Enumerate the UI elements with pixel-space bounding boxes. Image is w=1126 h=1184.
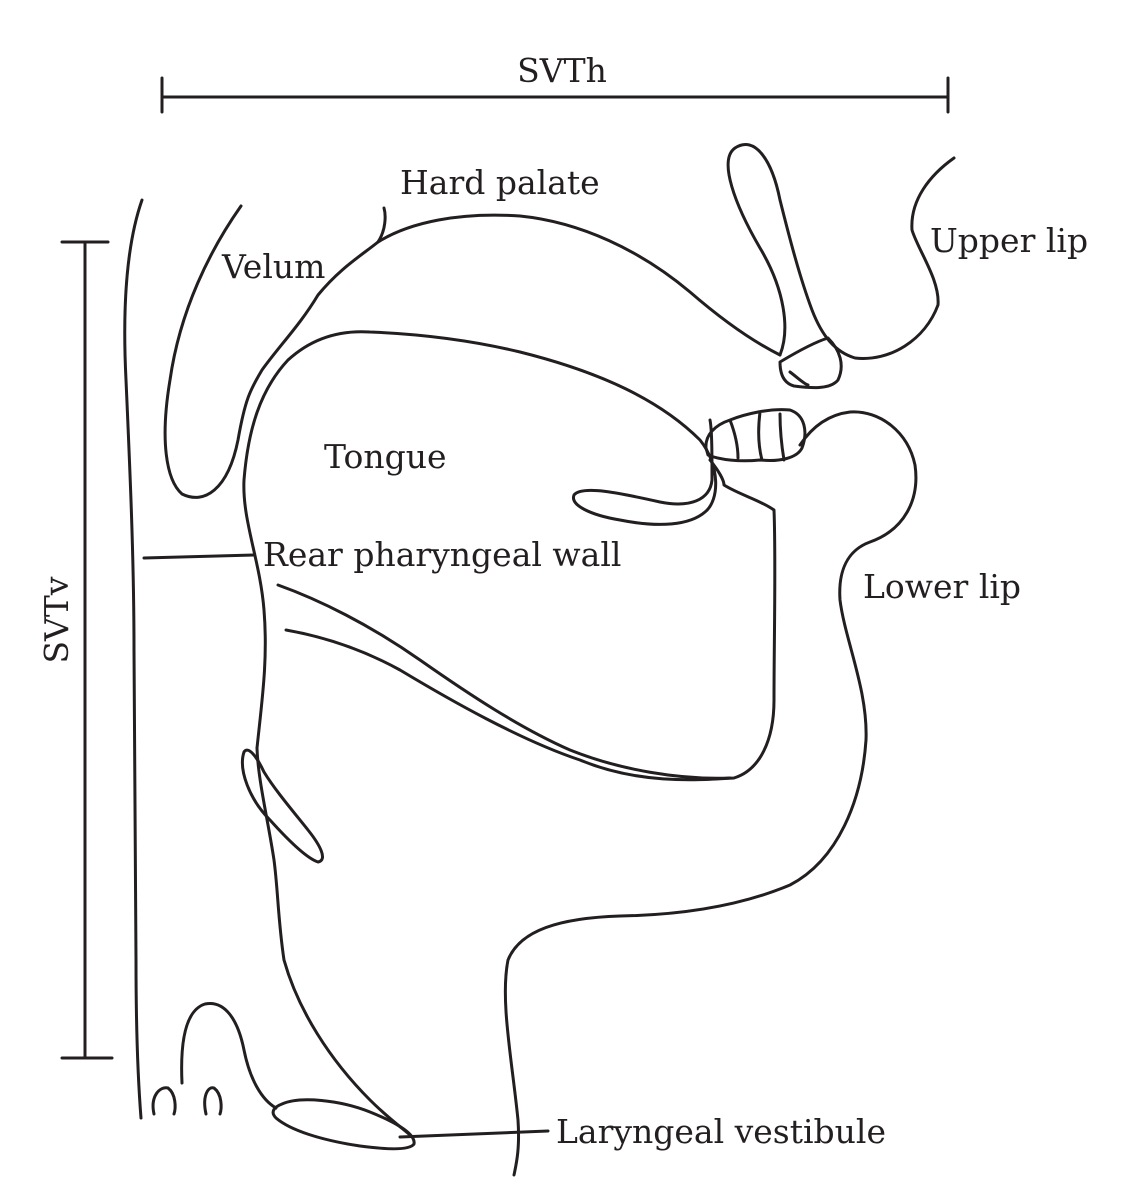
epiglottis-outline [241, 748, 324, 864]
hard-palate-label: Hard palate [400, 163, 600, 202]
upper-lip-label: Upper lip [930, 221, 1088, 260]
lower-lip-label: Lower lip [863, 567, 1021, 606]
inner-tongue-line [276, 583, 732, 780]
laryngeal-vestibule-label: Laryngeal vestibule [556, 1112, 886, 1151]
velum-outline [163, 204, 387, 499]
rear-pharyngeal-wall-label: Rear pharyngeal wall [263, 535, 621, 574]
rear-pharyngeal-wall-outline [123, 198, 144, 1120]
lower-teeth-outline [704, 408, 807, 463]
velum-label: Velum [221, 247, 325, 286]
lower-lip-outline [284, 410, 918, 1177]
arytenoid-outline [180, 1002, 278, 1110]
cartilage-left-outline [151, 1086, 177, 1116]
tongue-label: Tongue [324, 437, 446, 476]
laryngeal-vestibule-leader [398, 1129, 550, 1139]
svtv-dimension-bar [60, 240, 114, 1060]
cartilage-right-outline [203, 1086, 223, 1116]
svth-label: SVTh [517, 51, 607, 90]
upper-teeth-outline [778, 336, 843, 390]
laryngeal-vestibule-outline [271, 1098, 416, 1151]
rear-pharyngeal-wall-leader [142, 553, 256, 560]
hard-palate-outline [376, 213, 782, 357]
svtv-label: SVTv [37, 576, 76, 663]
svth-dimension-bar [160, 76, 950, 114]
tongue-outline [242, 330, 718, 750]
larynx-front-wall [255, 746, 412, 1137]
upper-lip-outline [726, 143, 956, 360]
